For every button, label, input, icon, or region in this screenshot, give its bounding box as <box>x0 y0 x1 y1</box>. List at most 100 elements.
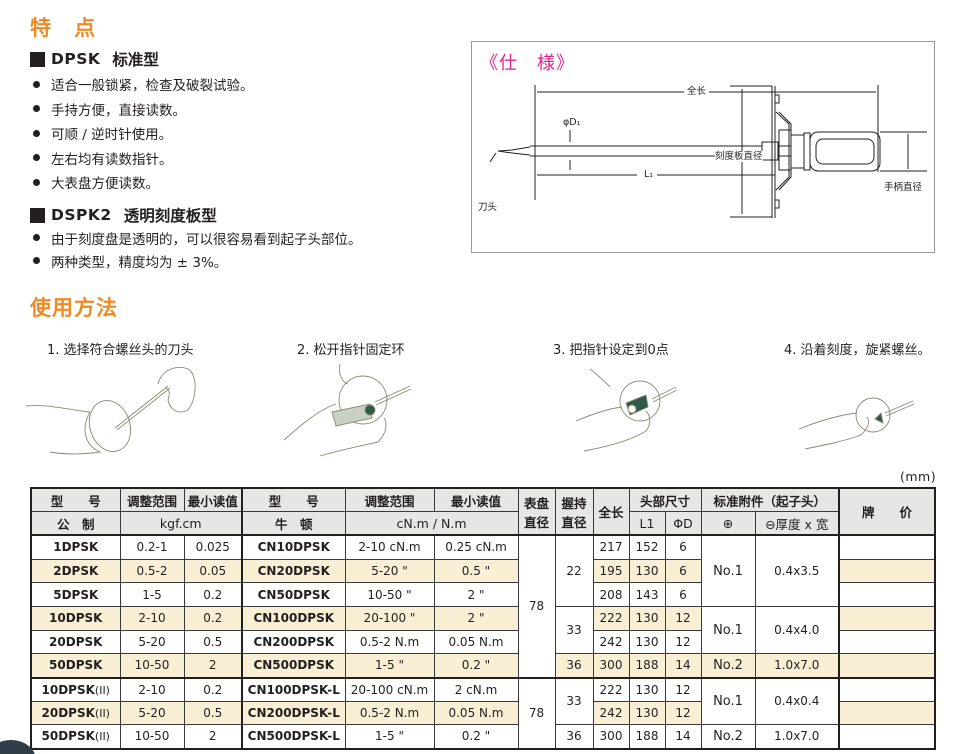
cell-range-newton: 20-100 " <box>344 605 435 631</box>
dpsk-section-heading: DPSK 标准型 <box>30 48 159 70</box>
cell-range: 10-50 <box>119 653 185 678</box>
cell-model-newton: CN100DPSK-L <box>241 676 346 702</box>
cell-phid: 12 <box>664 700 702 726</box>
dial-diameter-label: 刻度板直径 <box>715 151 763 162</box>
col-header-price: 牌 价 <box>838 487 936 536</box>
step-3-label: 3. 把指针设定到0点 <box>553 343 669 358</box>
screwdriver-dimension-drawing-icon <box>489 85 927 218</box>
cell-grip-diameter: 22 <box>554 534 594 607</box>
cell-length: 222 <box>592 676 630 702</box>
cell-model-newton: CN500DPSK <box>241 653 346 678</box>
cell-range: 5-20 <box>119 629 185 655</box>
cell-length: 242 <box>592 700 630 726</box>
col-header-dial-diameter: 表盘直径 <box>517 487 556 536</box>
feature-text: 手持方便，直接读数。 <box>51 102 186 119</box>
col-header-phid: ΦD <box>664 511 702 536</box>
spec-table: 型 号 调整范围 最小读值 型 号 调整范围 最小读值 表盘直径 握持直径 全长… <box>30 487 936 750</box>
cell-min-newton: 0.2 " <box>433 724 519 750</box>
cell-length: 300 <box>592 653 630 678</box>
cell-l1: 152 <box>628 534 666 560</box>
table-header-row-1: 型 号 调整范围 最小读值 型 号 调整范围 最小读值 表盘直径 握持直径 全长… <box>30 487 936 536</box>
cell-range-newton: 5-20 " <box>344 558 435 584</box>
dspk2-feature-list: 由于刻度盘是透明的，可以很容易看到起子头部位。 两种类型，精度均为 ± 3%。 <box>33 226 362 272</box>
usage-heading: 使用方法 <box>30 296 118 320</box>
cell-min: 2 <box>183 724 243 750</box>
cell-range-newton: 1-5 " <box>344 653 435 678</box>
step-2-label: 2. 松开指针固定环 <box>297 343 405 358</box>
cell-min: 2 <box>183 653 243 678</box>
cell-min-newton: 2 cN.m <box>433 676 519 702</box>
cell-model-newton: CN200DPSK <box>241 629 346 655</box>
l1-label: L₁ <box>642 169 656 180</box>
col-header-grip-diameter: 握持直径 <box>554 487 594 536</box>
cell-minus-bit: 0.4x3.5 <box>754 534 840 607</box>
list-item: 适合一般锁紧，检查及破裂试验。 <box>33 72 254 97</box>
cell-plus-bit: No.2 <box>700 724 756 750</box>
cell-range-newton: 0.5-2 N.m <box>344 629 435 655</box>
table-row: 5DPSK 1-5 0.2 CN50DPSK 10-50 " 2 " 208 1… <box>30 582 936 607</box>
cell-model-newton: CN50DPSK <box>241 582 346 607</box>
list-item: 可顺 / 逆时针使用。 <box>33 121 254 146</box>
cell-min: 0.2 <box>183 582 243 607</box>
cell-grip-diameter: 36 <box>554 653 594 678</box>
cell-min: 0.05 <box>183 558 243 584</box>
cell-phid: 6 <box>664 558 702 584</box>
col-header-adjust-range-newton: 调整范围 <box>344 487 435 513</box>
cell-min-newton: 0.25 cN.m <box>433 534 519 560</box>
dpsk-feature-list: 适合一般锁紧，检查及破裂试验。 手持方便，直接读数。 可顺 / 逆时针使用。 左… <box>33 72 254 195</box>
cell-plus-bit: No.1 <box>700 676 756 726</box>
cell-price <box>838 629 936 655</box>
bullet-dot-icon <box>33 234 40 241</box>
cell-phid: 14 <box>664 653 702 678</box>
cell-price <box>838 676 936 702</box>
col-header-l1: L1 <box>628 511 666 536</box>
dspk2-section-heading: DSPK2 透明刻度板型 <box>30 204 217 226</box>
feature-text: 两种类型，精度均为 ± 3%。 <box>51 254 228 271</box>
cell-min: 0.025 <box>183 534 243 560</box>
cell-minus-bit: 1.0x7.0 <box>754 724 840 750</box>
cell-model: 10DPSK(II) <box>30 676 121 702</box>
cell-l1: 143 <box>628 582 666 607</box>
cell-length: 222 <box>592 605 630 631</box>
cell-min-newton: 0.2 " <box>433 653 519 678</box>
list-item: 两种类型，精度均为 ± 3%。 <box>33 249 362 272</box>
step-1-label: 1. 选择符合螺丝头的刀头 <box>47 343 194 358</box>
cell-dial-diameter: 78 <box>517 534 556 679</box>
spec-diagram: 《仕 様》 <box>471 41 935 253</box>
cell-range: 1-5 <box>119 582 185 607</box>
cell-length: 208 <box>592 582 630 607</box>
col-header-newton: 牛 顿 <box>241 511 346 536</box>
col-header-metric: 公 制 <box>30 511 121 536</box>
list-item: 手持方便，直接读数。 <box>33 97 254 122</box>
cell-model-newton: CN100DPSK <box>241 605 346 631</box>
square-bullet-icon <box>30 51 45 67</box>
cell-price <box>838 700 936 726</box>
cell-model: 2DPSK <box>30 558 121 584</box>
col-header-model: 型 号 <box>30 487 121 513</box>
col-header-accessory: 标准附件（起子头） <box>700 487 840 513</box>
col-header-total-length: 全长 <box>592 487 630 536</box>
table-row: 1DPSK 0.2-1 0.025 CN10DPSK 2-10 cN.m 0.2… <box>30 534 936 679</box>
cell-model-newton: CN20DPSK <box>241 558 346 584</box>
cell-phid: 12 <box>664 605 702 631</box>
cell-phid: 6 <box>664 582 702 607</box>
cell-range: 0.2-1 <box>119 534 185 560</box>
table-row: 20DPSK(II) 5-20 0.5 CN200DPSK-L 0.5-2 N.… <box>30 700 936 726</box>
cell-model: 5DPSK <box>30 582 121 607</box>
cell-price <box>838 582 936 607</box>
cell-phid: 12 <box>664 676 702 702</box>
table-header-row-2: 公 制 kgf.cm 牛 顿 cN.m / N.m L1 ΦD ⊕ ⊖厚度 x … <box>30 511 935 536</box>
cell-l1: 130 <box>628 676 666 702</box>
cell-min-newton: 0.5 " <box>433 558 519 584</box>
model-type: 透明刻度板型 <box>123 207 217 225</box>
hand-selecting-bit-illustration-icon <box>25 366 196 455</box>
bullet-dot-icon <box>33 154 40 162</box>
bullet-dot-icon <box>33 129 40 137</box>
bullet-dot-icon <box>33 257 40 264</box>
col-header-plus-bit: ⊕ <box>700 511 756 536</box>
table-row: 10DPSK(II) 2-10 0.2 CN100DPSK-L 20-100 c… <box>30 676 936 750</box>
cell-price <box>838 534 936 560</box>
cell-length: 242 <box>592 629 630 655</box>
cell-model: 50DPSK(II) <box>30 724 121 750</box>
cell-l1: 188 <box>628 653 666 678</box>
